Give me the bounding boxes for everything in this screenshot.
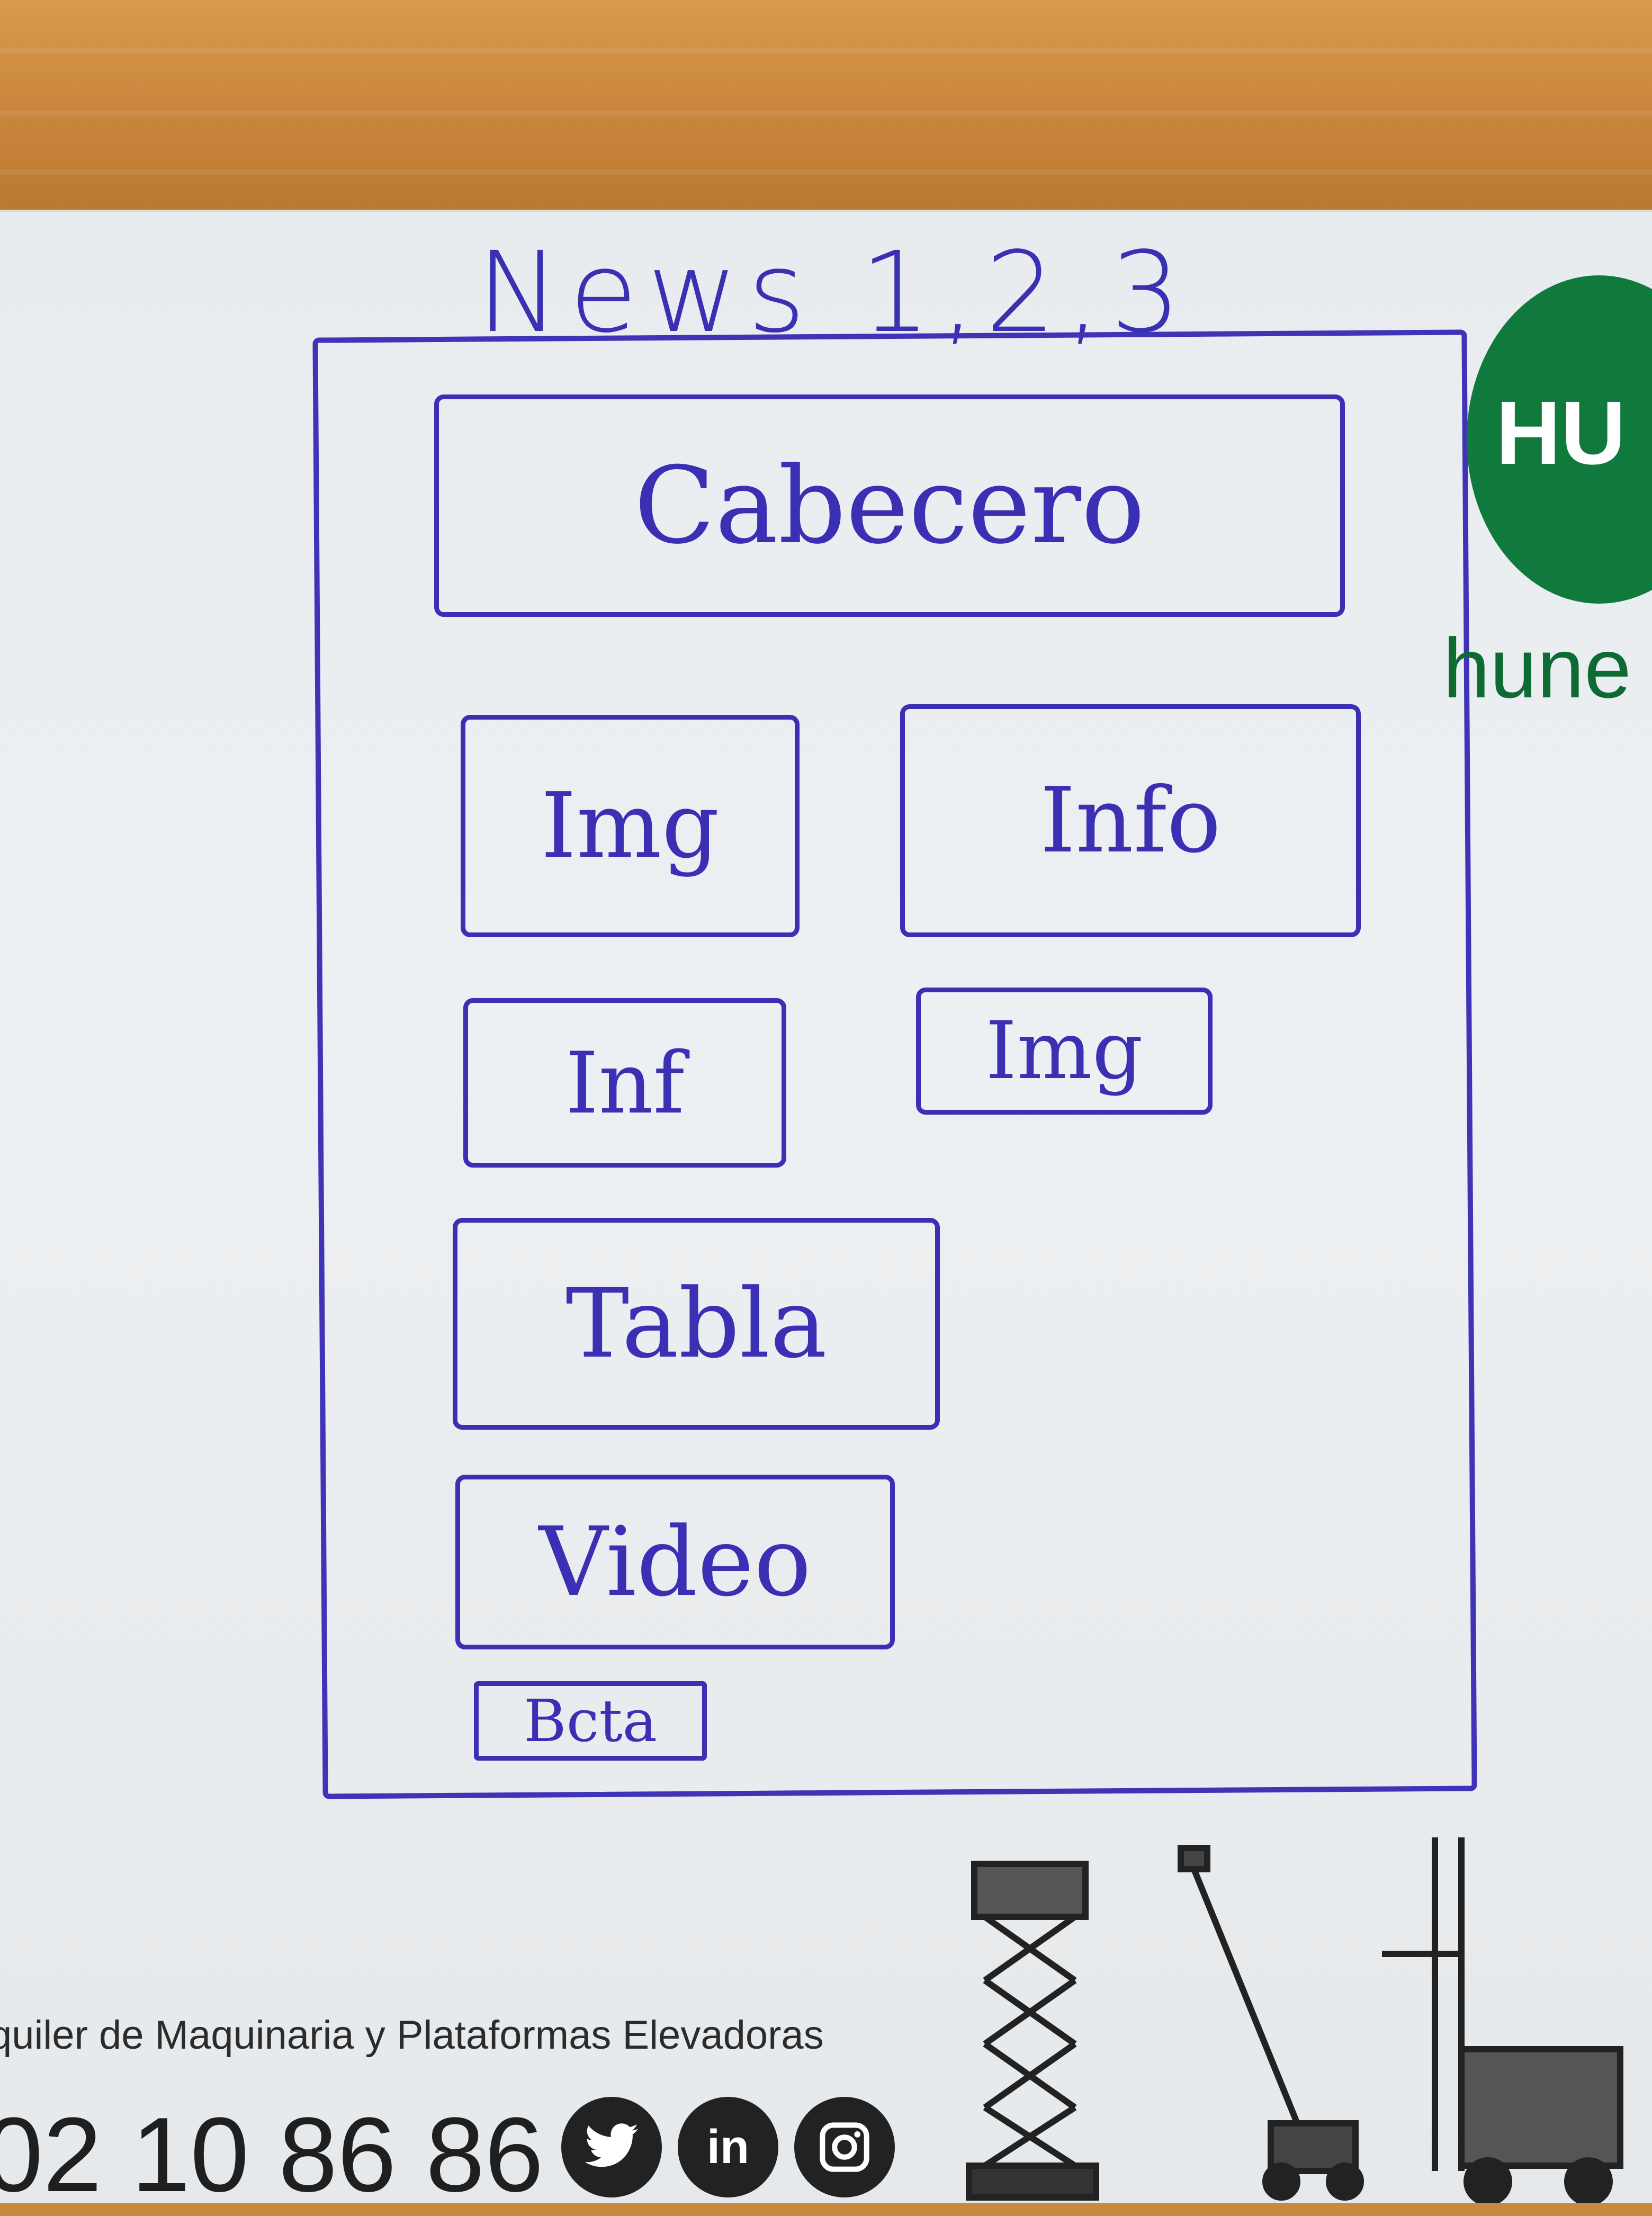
wire-info-box-mid: Inf (463, 998, 786, 1168)
wire-video-box: Video (455, 1475, 895, 1649)
footer-phone: 02 10 86 86 (0, 2096, 544, 2214)
wood-grain (0, 111, 1652, 116)
wire-video-label: Video (538, 1506, 812, 1618)
machinery-illustrations (966, 1837, 1623, 2203)
footer-tagline: quiler de Maquinaria y Plataformas Eleva… (0, 2013, 824, 2058)
wire-bottom-label: Bcta (523, 1687, 658, 1755)
boom-lift-icon (1178, 1845, 1364, 2201)
wood-grain (0, 169, 1652, 175)
wire-info-label: Inf (565, 1033, 685, 1133)
wire-image-box-top: Img (461, 715, 800, 937)
scissor-lift-icon (966, 1861, 1099, 2201)
paper-sheet (0, 212, 1652, 2203)
wire-info-box-top: Info (900, 704, 1361, 937)
wire-table-box: Tabla (453, 1218, 940, 1430)
wire-image-label: Img (541, 774, 720, 878)
linkedin-icon: in (678, 2097, 778, 2197)
sketch-title: News 1,2,3 (477, 228, 1191, 357)
brand-logo-letters: HU (1496, 383, 1626, 483)
wire-image-label: Img (985, 1005, 1143, 1097)
twitter-icon (561, 2097, 662, 2197)
wire-header-box: Cabecero (434, 394, 1345, 617)
forklift-icon (1382, 1837, 1623, 2203)
wire-table-label: Tabla (565, 1268, 827, 1379)
wire-bottom-box: Bcta (474, 1681, 707, 1761)
brand-logo-wordmark: hune (1443, 621, 1631, 715)
wire-info-label: Info (1040, 768, 1221, 873)
wood-grain (0, 48, 1652, 53)
twitter-bird-glyph (585, 2123, 639, 2167)
instagram-icon (794, 2097, 895, 2197)
wire-header-label: Cabecero (634, 444, 1145, 568)
instagram-camera-glyph (820, 2122, 869, 2172)
wire-image-box-mid: Img (916, 988, 1213, 1115)
desk-background (0, 0, 1652, 222)
